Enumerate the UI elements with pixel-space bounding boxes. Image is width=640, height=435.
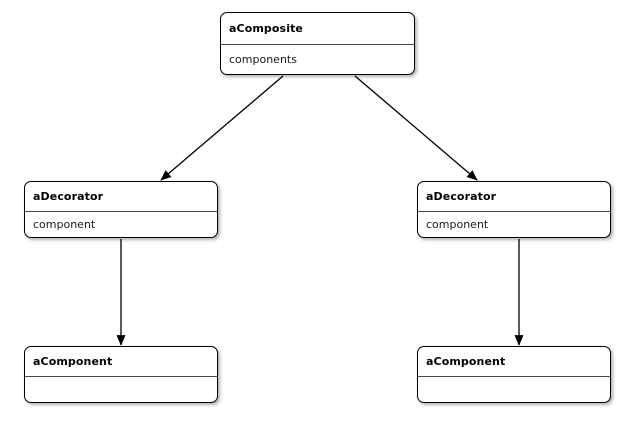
edge-line [160,75,284,181]
uml-node-header: aDecorator [33,190,104,203]
uml-node-attribute [25,377,217,402]
uml-node-composite[interactable]: aComposite components [220,12,415,75]
uml-node-attribute [418,377,610,402]
uml-compartment-divider [221,44,414,45]
uml-compartment-divider [25,211,217,212]
uml-node-decorator-left[interactable]: aDecorator component [24,181,218,238]
edge-composite-to-decorator-right [354,75,478,181]
edge-line [354,75,478,181]
uml-node-header: aComponent [33,355,113,368]
uml-node-component-left[interactable]: aComponent [24,346,218,403]
uml-node-component-right[interactable]: aComponent [417,346,611,403]
uml-node-header: aComponent [426,355,506,368]
uml-node-decorator-right[interactable]: aDecorator component [417,181,611,238]
uml-compartment-divider [418,211,610,212]
edge-composite-to-decorator-left [160,75,284,181]
uml-node-attribute: component [33,218,96,231]
uml-node-header: aDecorator [426,190,497,203]
uml-node-header: aComposite [229,22,303,35]
uml-node-attribute: components [229,53,297,66]
uml-compartment-divider [418,376,610,377]
uml-node-attribute: component [426,218,489,231]
uml-compartment-divider [25,376,217,377]
